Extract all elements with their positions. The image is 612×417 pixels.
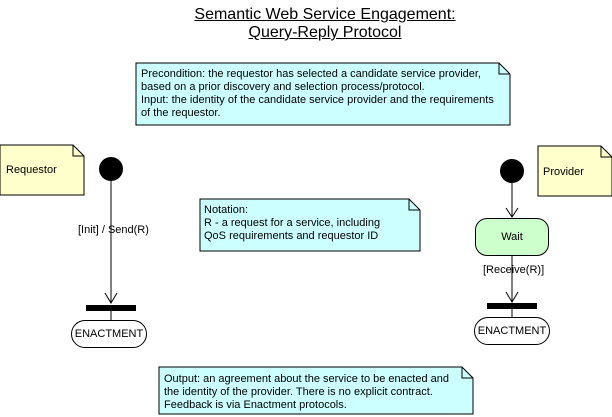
output-note-text: Output: an agreement about the service t… (164, 373, 449, 411)
precondition-note-text: Precondition: the requestor has selected… (141, 68, 494, 119)
requestor-role-label: Requestor (6, 164, 57, 176)
requestor-arrow-head (104, 292, 118, 304)
requestor-sync-bar (86, 305, 136, 311)
provider-sync-bar (487, 303, 537, 309)
provider-note-shape (537, 145, 612, 197)
provider-role-label: Provider (543, 166, 584, 178)
provider-note-fold (600, 146, 612, 158)
provider-initial-arrow-head (505, 207, 519, 218)
provider-enactment-state: ENACTMENT (474, 317, 550, 345)
provider-wait-state: Wait (475, 218, 549, 256)
requestor-transition-label: [Init] / Send(R) (78, 224, 149, 236)
precondition-note-shape (135, 62, 511, 126)
diagram-title-line1: Semantic Web Service Engagement: (194, 6, 456, 23)
notation-note-shape (199, 198, 421, 252)
precondition-note-fold (498, 63, 510, 75)
notation-note-fold (408, 199, 420, 211)
requestor-enactment-state: ENACTMENT (71, 320, 147, 348)
requestor-note-shape (0, 144, 85, 196)
requestor-initial-state (99, 157, 123, 181)
output-note-shape (158, 366, 474, 415)
output-note-fold (461, 367, 473, 379)
provider-arrow-head (505, 291, 519, 303)
provider-transition-label: [Receive(R)] (483, 264, 545, 276)
provider-initial-state (500, 159, 524, 183)
requestor-note-fold (72, 145, 84, 157)
diagram-title-line2: Query-Reply Protocol (248, 24, 402, 41)
notation-note-text: Notation: R - a request for a service, i… (204, 204, 381, 242)
